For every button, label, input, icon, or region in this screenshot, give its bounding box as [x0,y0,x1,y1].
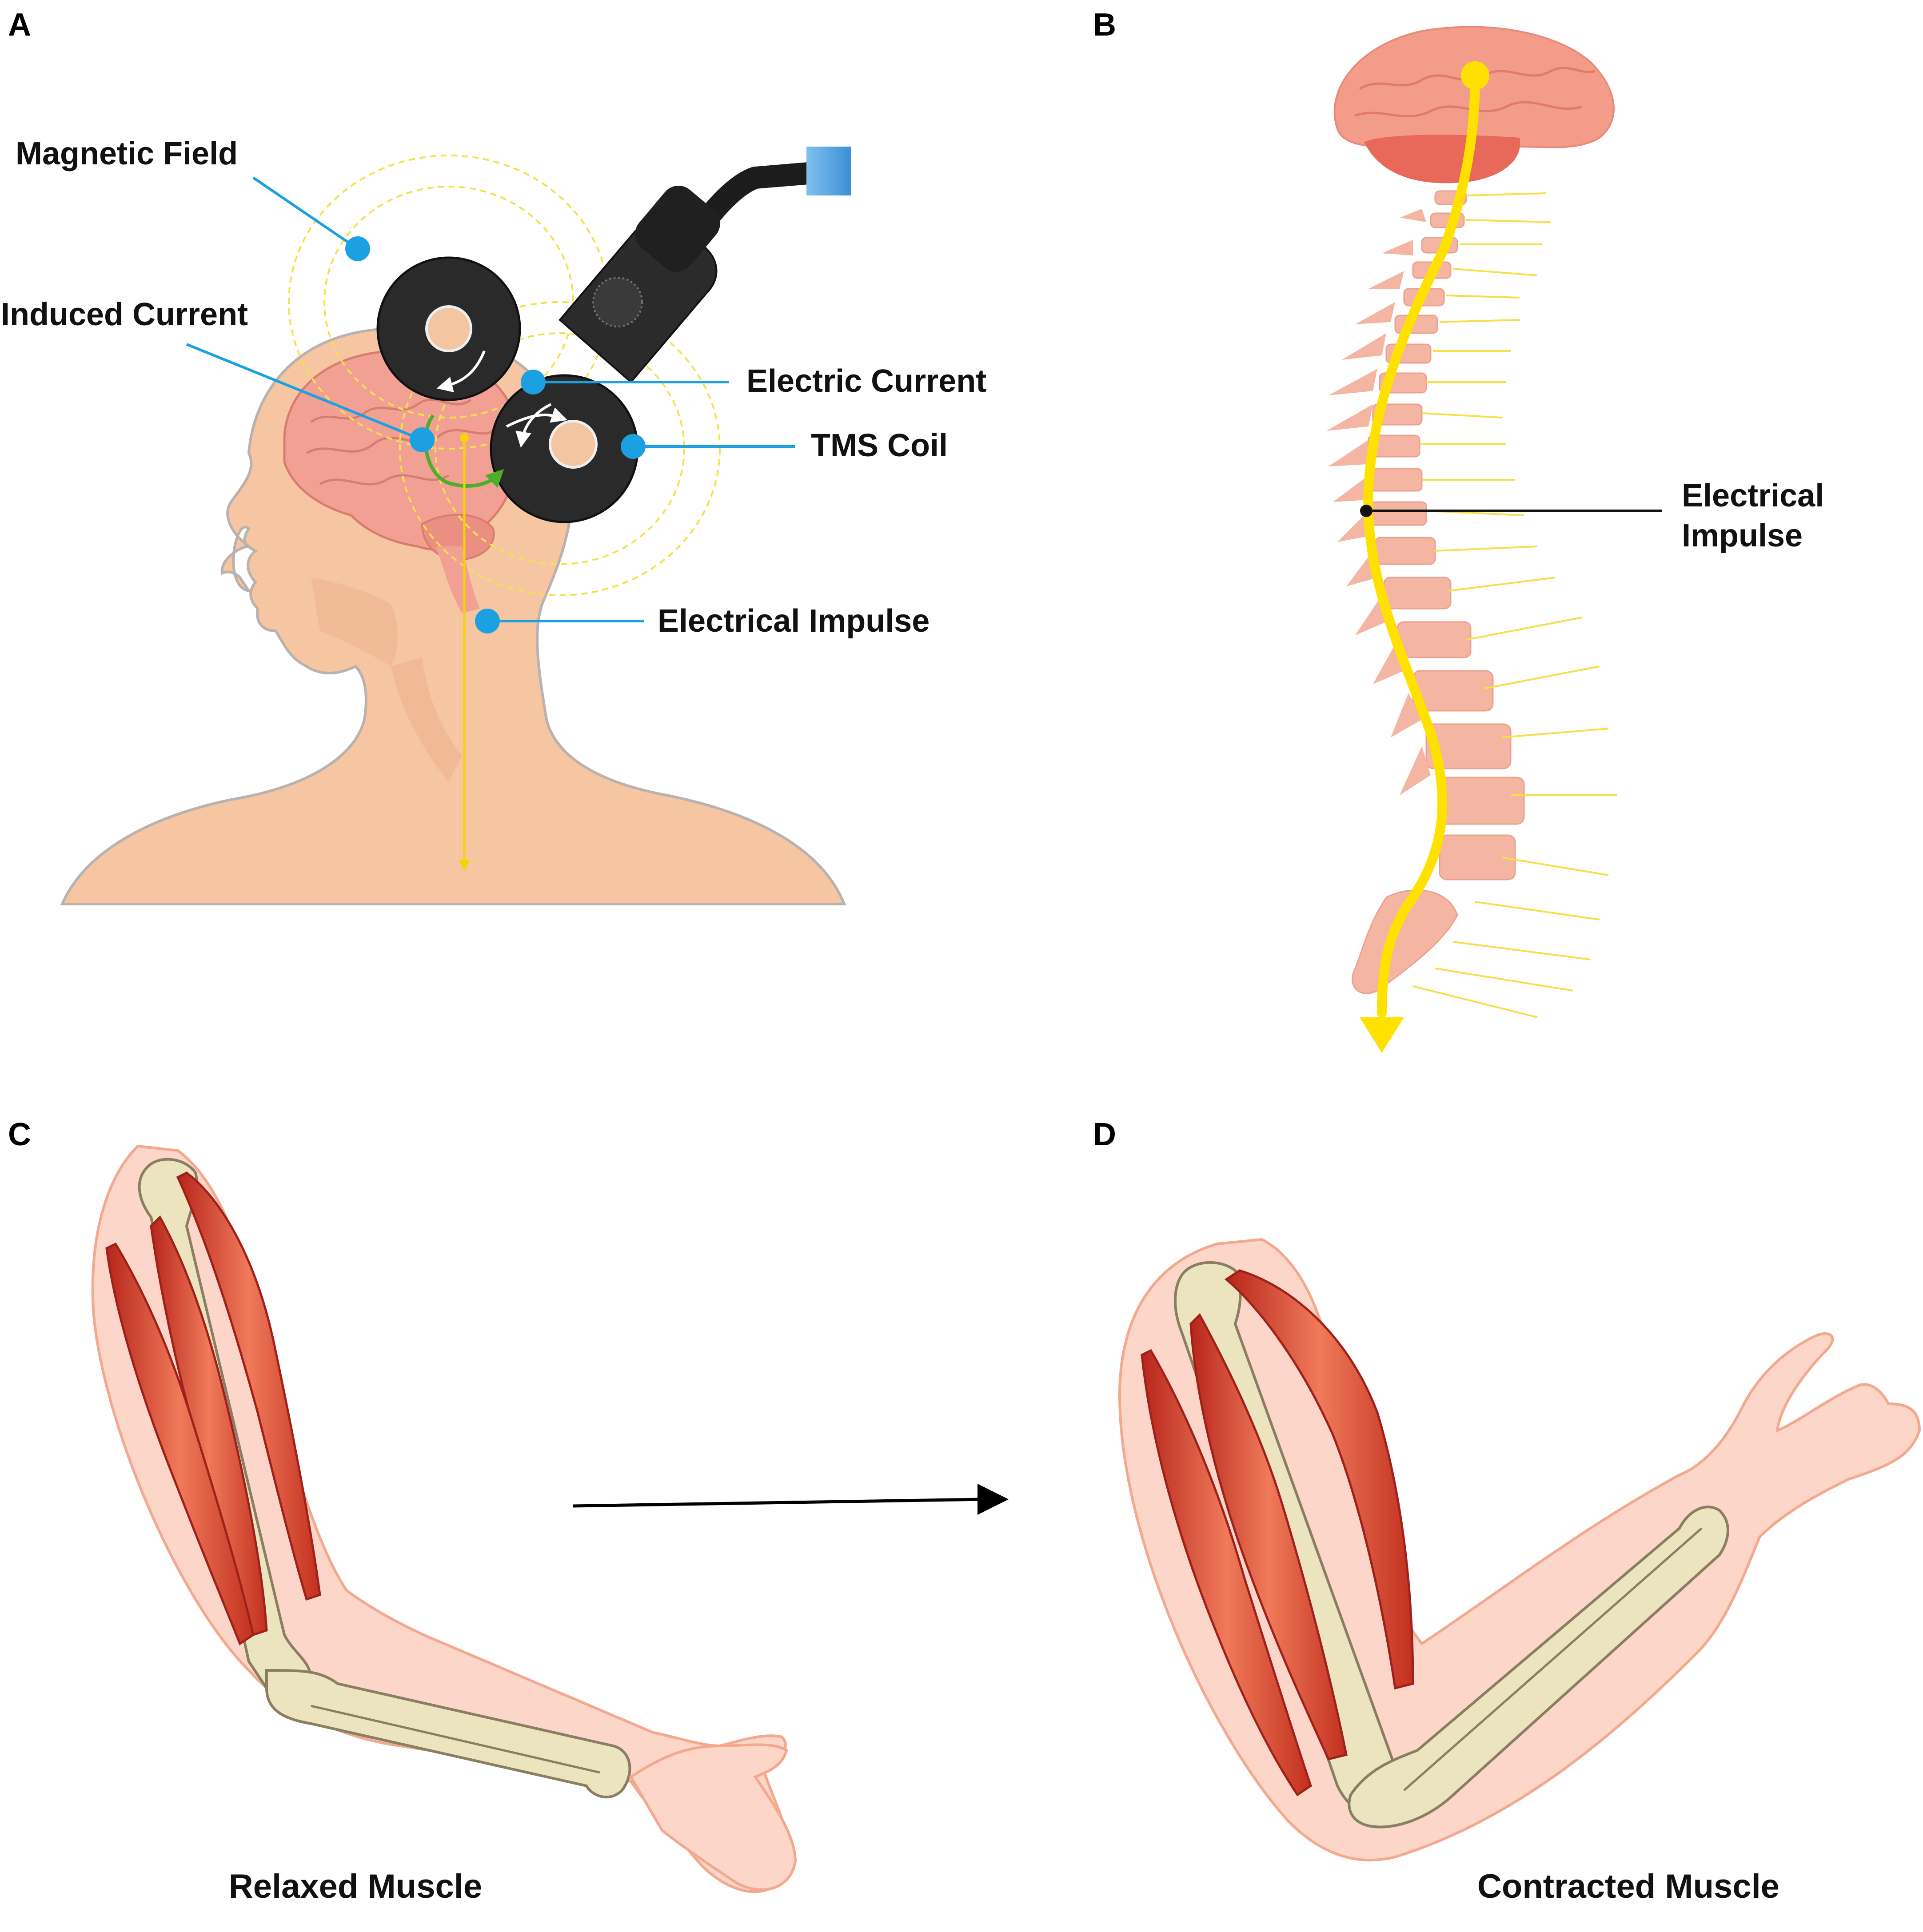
spine-cerebellum [1364,135,1520,183]
label-relaxed-muscle: Relaxed Muscle [229,1868,482,1905]
electric-current-arrow-1 [436,350,486,393]
label-induced-current: Induced Current [1,297,248,332]
callout-electrical-impulse-b: Electrical Impulse [1360,478,1824,554]
spinal-nerves [1412,192,1617,1018]
contracted-biceps [1224,1269,1414,1690]
callout-induced-current: Induced Current [1,297,435,452]
label-electric-current: Electric Current [746,363,986,399]
panel-letter-b: B [1093,7,1116,43]
panel-d: D Contracted Muscle [1093,1117,1921,1905]
brain [283,350,519,551]
brainstem [435,546,480,613]
relaxed-radius-ulna [265,1669,631,1799]
airway [311,578,398,666]
contracted-brachialis [1189,1313,1348,1761]
callout-electric-current: Electric Current [521,363,986,399]
panel-c: C Relaxed Muscle [8,1117,797,1905]
label-electrical-impulse-b-line1: Electrical [1682,478,1824,514]
label-electrical-impulse-b-line2: Impulse [1682,518,1803,554]
relaxed-hand [629,1743,797,1891]
panel-letter-d: D [1093,1117,1116,1152]
transition-arrow [573,1484,1009,1515]
panel-letter-c: C [8,1117,31,1152]
electric-current-arrow-2 [506,407,568,428]
impulse-origin-b [1461,61,1489,90]
coil-hole-right [549,420,598,469]
relaxed-forearm-bone-line [311,1705,600,1774]
relaxed-triceps [105,1242,255,1645]
label-contracted-muscle: Contracted Muscle [1477,1868,1779,1905]
spinous-processes [1326,209,1431,795]
contracted-forearm-bone-line [1403,1527,1703,1791]
impulse-origin [460,433,469,442]
panel-b: B [1093,7,1824,1053]
electric-current-arrow-3 [515,403,552,448]
label-electrical-impulse-a: Electrical Impulse [658,603,930,639]
head-silhouette [60,327,846,905]
brain-folds [306,398,494,486]
spinal-impulse-arrowhead [1360,1017,1404,1053]
relaxed-brachialis [150,1215,268,1637]
callout-magnetic-field: Magnetic Field [16,136,370,261]
relaxed-biceps [176,1171,321,1601]
panel-a: A [1,7,986,905]
contracted-radius-ulna [1348,1506,1729,1828]
panel-letter-a: A [8,7,31,43]
callout-electrical-impulse-a: Electrical Impulse [475,603,930,639]
cable-connector [806,147,851,195]
label-magnetic-field: Magnetic Field [16,136,238,171]
neck-shading [391,657,462,782]
coil-hole-left [425,305,472,352]
handle-dial [592,277,643,327]
handle-grip [635,186,720,272]
spinal-cord [1363,71,1480,1018]
label-tms-coil: TMS Coil [811,428,948,463]
impulse-arrowhead [459,860,470,871]
contracted-triceps [1141,1349,1312,1797]
callout-tms-coil: TMS Coil [621,428,948,463]
